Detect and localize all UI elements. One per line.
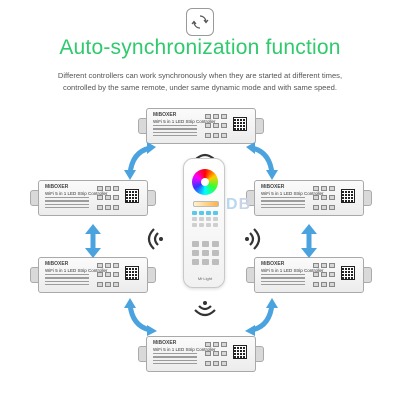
controller-left-lower: MiBOXER WiFi 5 in 1 LED Strip Controller: [30, 257, 156, 293]
description-line: Different controllers can work synchrono…: [57, 71, 343, 80]
brightness-slider: [193, 201, 219, 207]
sync-arrow-icon: [301, 224, 317, 258]
wifi-signal-icon: [194, 301, 216, 317]
controller-brand: MiBOXER: [45, 184, 69, 190]
description-line: controlled by the same remote, under sam…: [63, 83, 337, 92]
qr-code-icon: [233, 345, 247, 359]
wifi-signal-icon: [245, 228, 261, 250]
controller-bottom: MiBOXER WiFi 5 in 1 LED Strip Controller: [138, 336, 264, 372]
mode-keypad: [192, 241, 219, 265]
qr-code-icon: [341, 189, 355, 203]
zone-keys: [192, 211, 218, 227]
sync-icon: [186, 8, 214, 36]
qr-code-icon: [233, 117, 247, 131]
qr-code-icon: [125, 189, 139, 203]
wifi-signal-icon: [147, 228, 163, 250]
controller-left-upper: MiBOXER WiFi 5 in 1 LED Strip Controller: [30, 180, 156, 216]
watermark-letter: B: [238, 196, 252, 213]
controller-right-lower: MiBOXER WiFi 5 in 1 LED Strip Controller: [246, 257, 372, 293]
controller-top: MiBOXER WiFi 5 in 1 LED Strip Controller: [138, 108, 264, 144]
controller-model: WiFi 5 in 1 LED Strip Controller: [261, 191, 324, 196]
remote-brand: Mi·Light: [197, 276, 213, 281]
page-title: Auto-synchronization function: [59, 36, 341, 59]
qr-code-icon: [125, 266, 139, 280]
sync-arrow-icon: [124, 298, 157, 336]
controller-right-upper: MiBOXER WiFi 5 in 1 LED Strip Controller: [246, 180, 372, 216]
sync-arrow-icon: [246, 142, 278, 180]
controller-brand: MiBOXER: [153, 340, 177, 346]
controller-model: WiFi 5 in 1 LED Strip Controller: [153, 119, 216, 124]
controller-model: WiFi 5 in 1 LED Strip Controller: [45, 191, 108, 196]
controller-brand: MiBOXER: [45, 261, 69, 267]
color-wheel: [192, 169, 218, 195]
watermark-text: DB: [226, 196, 251, 214]
watermark-letter: D: [226, 196, 239, 213]
controller-brand: MiBOXER: [153, 112, 177, 118]
controller-brand: MiBOXER: [261, 184, 285, 190]
sync-arrow-icon: [245, 298, 278, 336]
remote-control: Mi·Light: [183, 158, 225, 288]
controller-brand: MiBOXER: [261, 261, 285, 267]
qr-code-icon: [341, 266, 355, 280]
description: Different controllers can work synchrono…: [10, 70, 390, 94]
sync-arrow-icon: [85, 224, 101, 258]
controller-model: WiFi 5 in 1 LED Strip Controller: [45, 268, 108, 273]
controller-model: WiFi 5 in 1 LED Strip Controller: [261, 268, 324, 273]
sync-arrow-icon: [124, 142, 156, 180]
controller-model: WiFi 5 in 1 LED Strip Controller: [153, 347, 216, 352]
